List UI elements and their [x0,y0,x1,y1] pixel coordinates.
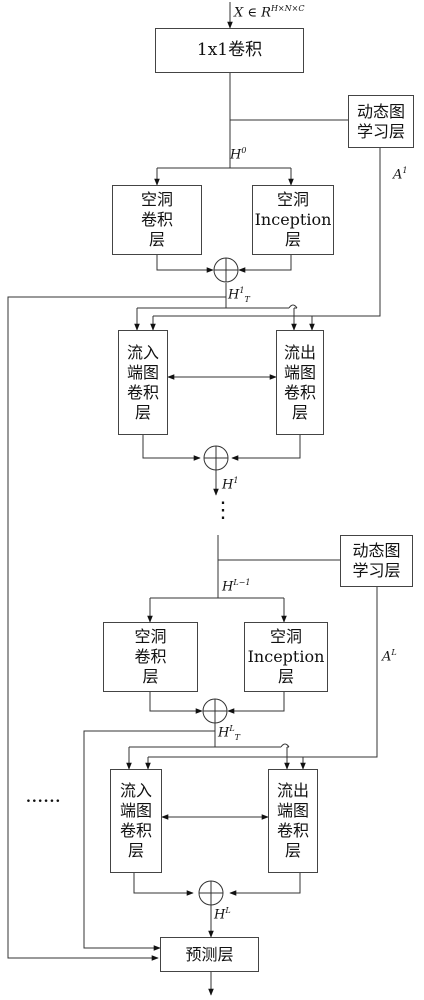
prediction-layer-label: 预测层 [185,944,234,964]
ht1-label: H1T [228,286,250,304]
sum-node-3 [202,698,228,724]
a1-label: A1 [393,166,408,183]
dilated-conv-box-2: 空洞 卷积 层 [103,622,198,692]
side-ellipsis: ...... [26,790,62,806]
sum-node-4 [198,880,224,906]
outflow-gcn-box-2: 流出 端图 卷积 层 [268,769,318,873]
inflow-gcn-label-2: 流入 端图 卷积 层 [119,781,152,860]
inflow-gcn-box-1: 流入 端图 卷积 层 [118,330,168,435]
dilated-conv-label-1: 空洞 卷积 层 [140,190,173,249]
dynamic-graph-box-1: 动态图 学习层 [348,95,414,148]
sum-node-2 [203,445,229,471]
dilated-inception-box-2: 空洞 Inception 层 [244,622,328,692]
residual-left [7,296,226,961]
vertical-ellipsis: ⋮ [212,498,235,523]
prediction-layer-box: 预测层 [160,937,259,972]
dynamic-graph-box-2: 动态图 学习层 [340,535,413,587]
al-label: AL [382,648,397,665]
sum-node-1 [213,257,239,283]
hl1-label: HL−1 [222,578,251,595]
h1-label: H1 [222,476,239,493]
residual-left-2 [83,730,215,951]
dilated-conv-box-1: 空洞 卷积 层 [112,185,202,255]
inflow-gcn-box-2: 流入 端图 卷积 层 [110,769,162,873]
outflow-gcn-box-1: 流出 端图 卷积 层 [276,330,324,435]
al-path [148,587,378,758]
h0-label: H0 [230,146,247,163]
htl-label: HLT [218,724,240,742]
inflow-gcn-label-1: 流入 端图 卷积 层 [126,342,159,422]
input-label: X ∈ RH×N×C [234,4,305,21]
dilated-inception-label-2: 空洞 Inception 层 [247,627,325,686]
outflow-gcn-label-1: 流出 端图 卷积 层 [283,342,316,422]
outflow-gcn-label-2: 流出 端图 卷积 层 [276,781,309,860]
dynamic-graph-label-2: 动态图 学习层 [352,541,401,580]
dilated-conv-label-2: 空洞 卷积 层 [134,627,167,686]
dilated-inception-label-1: 空洞 Inception 层 [254,190,332,249]
conv1x1-label: 1x1卷积 [196,39,263,60]
hl-label: HL [214,906,231,923]
a1-path [153,148,381,317]
dilated-inception-box-1: 空洞 Inception 层 [252,185,334,255]
dynamic-graph-label-1: 动态图 学习层 [356,101,405,141]
conv1x1-box: 1x1卷积 [155,28,304,73]
